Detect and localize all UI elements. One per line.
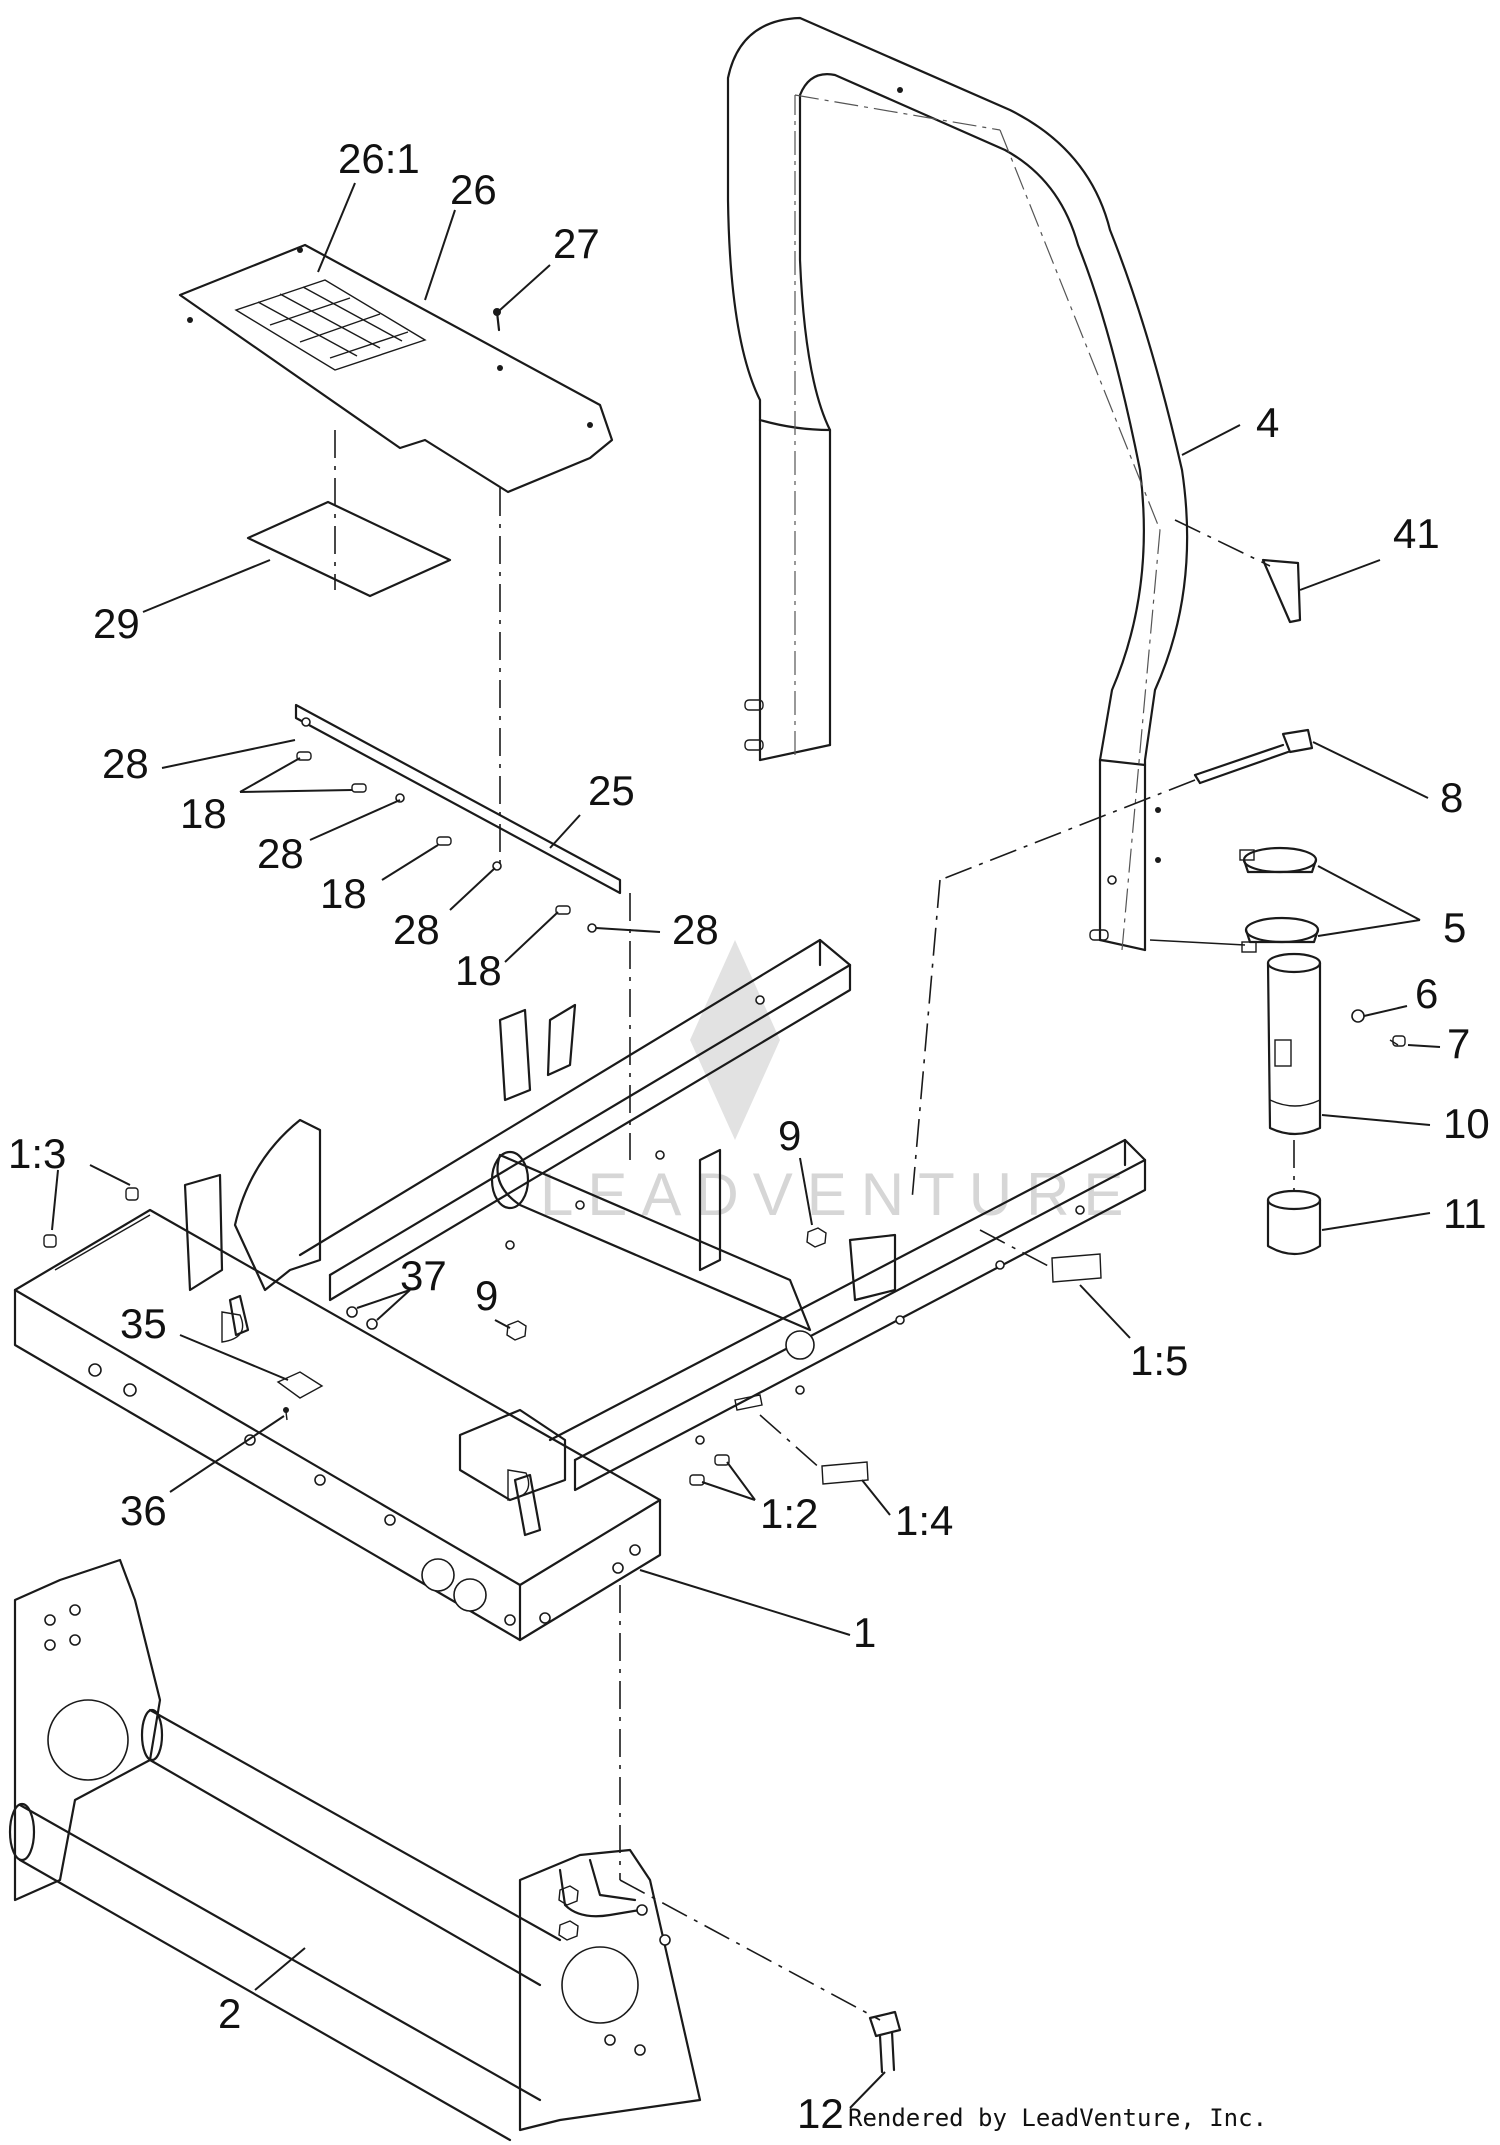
- callout-2: 2: [218, 1990, 241, 2037]
- align-line-41: [1174, 519, 1271, 567]
- callout-9-b: 9: [475, 1272, 498, 1319]
- part-7-screw: [1389, 1035, 1406, 1047]
- part-41-decal: [1261, 558, 1302, 624]
- callout-1-5: 1:5: [1130, 1337, 1188, 1384]
- part-12-bolt: [868, 2010, 902, 2074]
- callout-25: 25: [588, 767, 635, 814]
- callout-28-d: 28: [672, 906, 719, 953]
- callout-labels: 26:1 26 27 29 4 41 28 18 28 25 18 28 28 …: [8, 135, 1490, 2137]
- part-1-main-frame: [13, 938, 1147, 1642]
- part-4-roll-bar: [726, 16, 1189, 952]
- callout-26: 26: [450, 166, 497, 213]
- callout-6: 6: [1415, 970, 1438, 1017]
- part-6-washer: [1351, 1009, 1365, 1023]
- callout-8: 8: [1440, 774, 1463, 821]
- watermark-text: LEADVENTURE: [540, 1161, 1137, 1228]
- callout-7: 7: [1447, 1020, 1470, 1067]
- part-11-bushing: [1266, 1189, 1322, 1256]
- part-25-strip: [294, 703, 622, 933]
- part-5-clamps: [1239, 846, 1320, 953]
- callout-37: 37: [400, 1252, 447, 1299]
- callout-29: 29: [93, 600, 140, 647]
- callout-1-3: 1:3: [8, 1130, 66, 1177]
- callout-10: 10: [1443, 1100, 1490, 1147]
- part-2-bumper: [8, 1558, 702, 2142]
- watermark: LEADVENTURE: [540, 940, 1137, 1228]
- callout-27: 27: [553, 220, 600, 267]
- part-29-pad: [246, 500, 452, 598]
- credit-text: Rendered by LeadVenture, Inc.: [848, 2104, 1267, 2132]
- callout-18-c: 18: [455, 947, 502, 994]
- callout-12: 12: [797, 2090, 844, 2137]
- part-27-screw: [493, 308, 501, 332]
- callout-11: 11: [1443, 1190, 1487, 1237]
- callout-1-2: 1:2: [760, 1490, 818, 1537]
- callout-28-c: 28: [393, 906, 440, 953]
- callout-1: 1: [853, 1609, 876, 1656]
- callout-35: 35: [120, 1300, 167, 1347]
- align-line-4-frame: [911, 879, 941, 1201]
- align-line-bumper-bolt: [619, 1879, 881, 2021]
- callout-5: 5: [1443, 904, 1466, 951]
- callout-18-b: 18: [320, 870, 367, 917]
- callout-18-a: 18: [180, 790, 227, 837]
- callout-41: 41: [1393, 510, 1440, 557]
- callout-4: 4: [1256, 399, 1279, 446]
- align-line-8: [939, 779, 1196, 881]
- leader-lines: [51, 182, 1441, 2109]
- align-line-5: [1149, 939, 1246, 946]
- callout-26-1: 26:1: [338, 135, 420, 182]
- callout-1-4: 1:4: [895, 1497, 953, 1544]
- callout-28-b: 28: [257, 830, 304, 877]
- callout-9-a: 9: [778, 1112, 801, 1159]
- part-8-bolt: [1193, 728, 1314, 785]
- part-10-pin-tube: [1266, 952, 1322, 1136]
- callout-36: 36: [120, 1487, 167, 1534]
- callout-28-a: 28: [102, 740, 149, 787]
- part-26-cover-plate: [178, 243, 614, 494]
